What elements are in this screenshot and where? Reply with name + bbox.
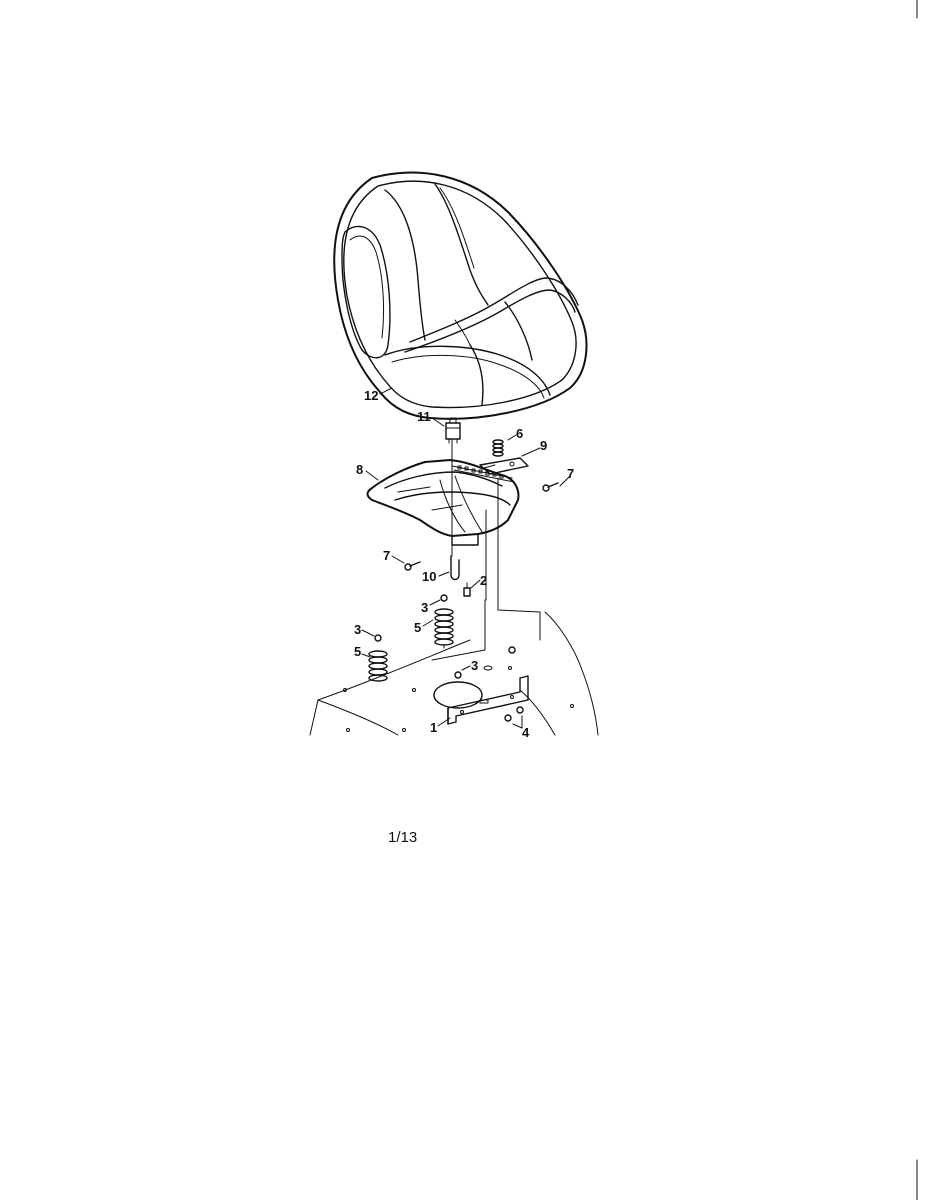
bracket-part (479, 457, 529, 475)
leader-lines (361, 387, 571, 727)
callout-3-left: 3 (354, 622, 361, 637)
callout-9: 9 (540, 438, 547, 453)
spring-center-part (434, 594, 454, 646)
seat-part (333, 171, 588, 420)
callout-3-center: 3 (421, 600, 428, 615)
callout-7-left: 7 (383, 548, 390, 563)
callout-7-right: 7 (567, 466, 574, 481)
nut-part (504, 706, 524, 729)
callout-5-left: 5 (354, 644, 361, 659)
seat-pan-part (366, 459, 520, 546)
callout-2: 2 (480, 573, 487, 588)
frame-body-part (309, 611, 599, 736)
shoulder-bolt-part (463, 582, 471, 597)
hook-pin-part (450, 555, 460, 581)
spring-left-part (368, 634, 388, 682)
callout-1: 1 (430, 720, 437, 735)
small-spring-part (492, 439, 504, 457)
bolt-left-part (404, 561, 421, 571)
callout-10: 10 (422, 569, 436, 584)
callout-5-center: 5 (414, 620, 421, 635)
bolt-right-part (542, 482, 559, 492)
callout-8: 8 (356, 462, 363, 477)
callout-11: 11 (417, 409, 431, 424)
mounting-bracket-part (447, 646, 529, 725)
alignment-lines (431, 439, 541, 661)
callout-12: 12 (364, 388, 378, 403)
callout-3-bracket: 3 (471, 658, 478, 673)
callout-4: 4 (522, 725, 530, 740)
callout-labels: 12 11 6 9 8 7 7 10 2 3 5 3 5 3 1 4 (354, 388, 574, 740)
callout-6: 6 (516, 426, 523, 441)
page-number: 1/13 (388, 829, 418, 846)
seat-switch-part (445, 417, 461, 444)
